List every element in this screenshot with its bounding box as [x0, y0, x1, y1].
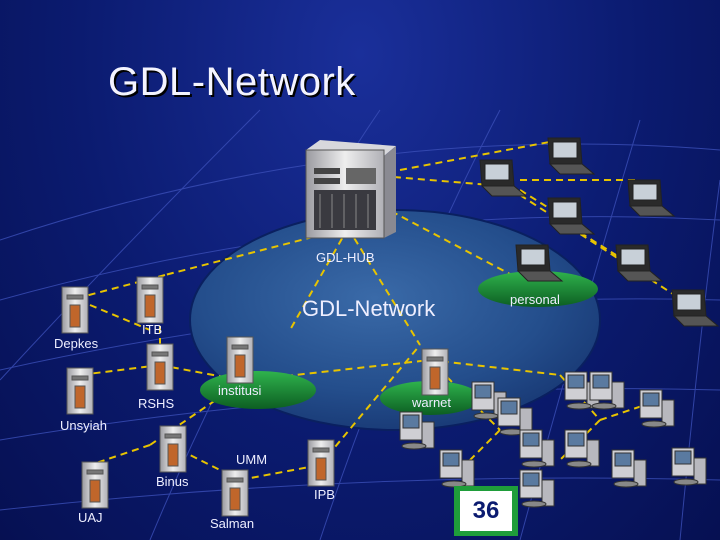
warnet-oval: [380, 381, 480, 415]
label-ipb: IPB: [314, 487, 335, 502]
label-depkes: Depkes: [54, 336, 99, 351]
page-number: 36: [460, 491, 512, 531]
label-salman: Salman: [210, 516, 255, 531]
desktop-icons: [399, 371, 707, 508]
tower-server-icons: [61, 276, 449, 517]
label-uaj: UAJ: [78, 510, 103, 525]
label-rshs: RSHS: [138, 396, 175, 411]
label-institusi: institusi: [218, 383, 262, 398]
center-label: GDL-Network: [302, 296, 436, 321]
label-itb: ITB: [142, 322, 163, 337]
hub-server-icon: [305, 140, 396, 239]
slide-title: GDL-Network: [108, 60, 356, 104]
label-hub: GDL-HUB: [316, 250, 375, 265]
label-unsyiah: Unsyiah: [60, 418, 107, 433]
page-number-badge: 36: [454, 486, 518, 536]
label-personal: personal: [510, 292, 560, 307]
label-umm: UMM: [236, 452, 268, 467]
laptop-icons: [479, 137, 720, 327]
label-binus: Binus: [156, 474, 189, 489]
personal-oval: [478, 271, 598, 307]
label-warnet: warnet: [412, 395, 452, 410]
